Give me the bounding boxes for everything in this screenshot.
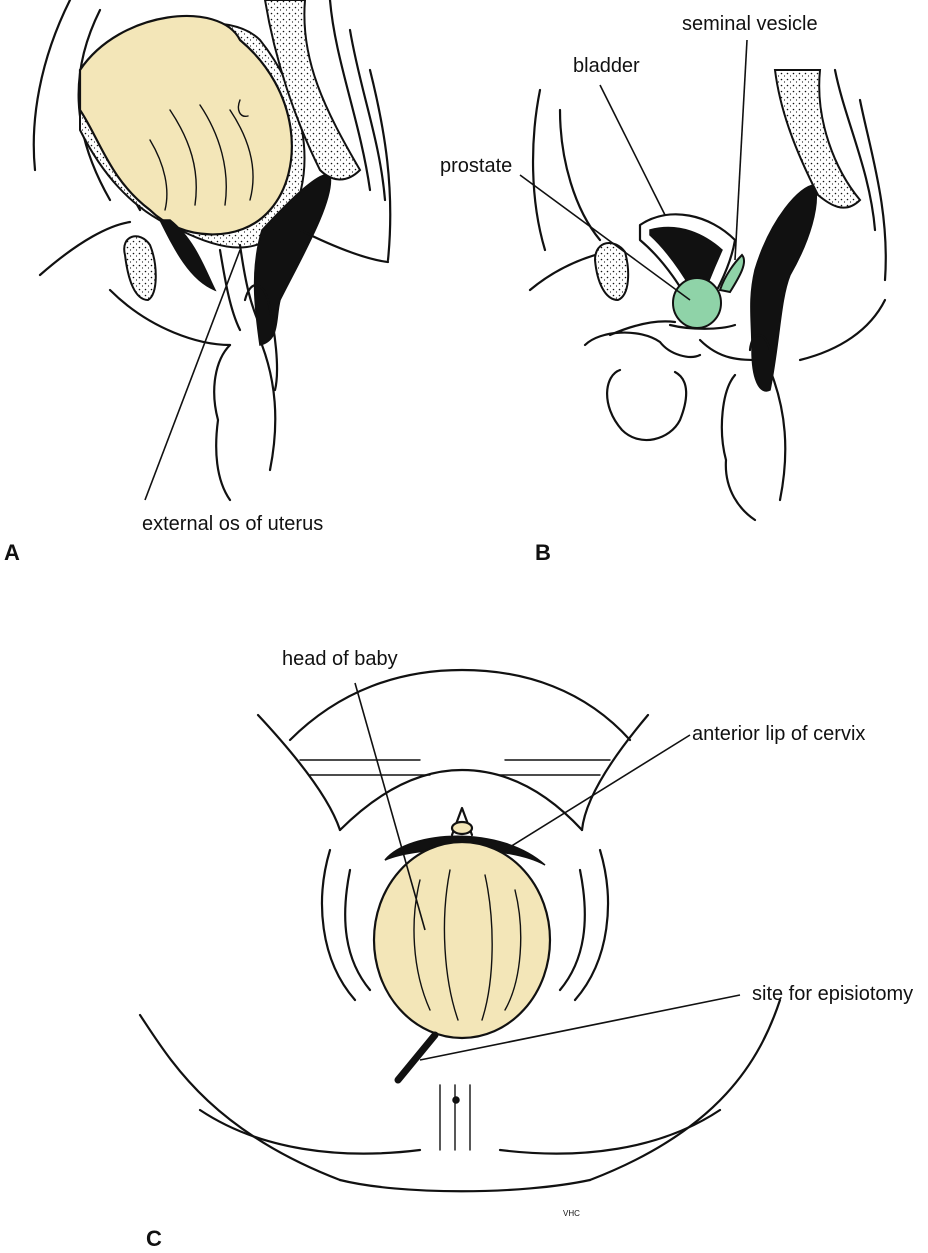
panel-label-a: A <box>4 540 20 565</box>
label-seminal-vesicle: seminal vesicle <box>682 13 818 35</box>
panel-c: head of baby anterior lip of cervix site… <box>140 648 913 1251</box>
panel-label-c: C <box>146 1226 162 1251</box>
label-episiotomy: site for episiotomy <box>752 983 913 1005</box>
prostate-shape <box>673 278 721 328</box>
leader-bladder <box>600 85 665 215</box>
label-prostate: prostate <box>440 155 512 177</box>
label-head-of-baby: head of baby <box>282 648 398 670</box>
label-bladder: bladder <box>573 55 640 77</box>
panel-label-b: B <box>535 540 551 565</box>
panel-b: seminal vesicle bladder prostate B <box>440 13 886 565</box>
panel-a: external os of uterus A <box>4 0 390 565</box>
artist-initials: VHC <box>563 1209 580 1218</box>
panel-b-drawing <box>530 70 886 520</box>
panel-a-drawing <box>34 0 391 500</box>
panel-c-baby-head <box>374 842 550 1038</box>
label-anterior-lip: anterior lip of cervix <box>692 723 865 745</box>
label-external-os: external os of uterus <box>142 513 323 535</box>
leader-external-os <box>145 250 240 500</box>
panel-c-drawing <box>140 670 780 1191</box>
leader-seminal-vesicle <box>735 40 747 260</box>
leader-anterior-lip <box>505 735 690 850</box>
